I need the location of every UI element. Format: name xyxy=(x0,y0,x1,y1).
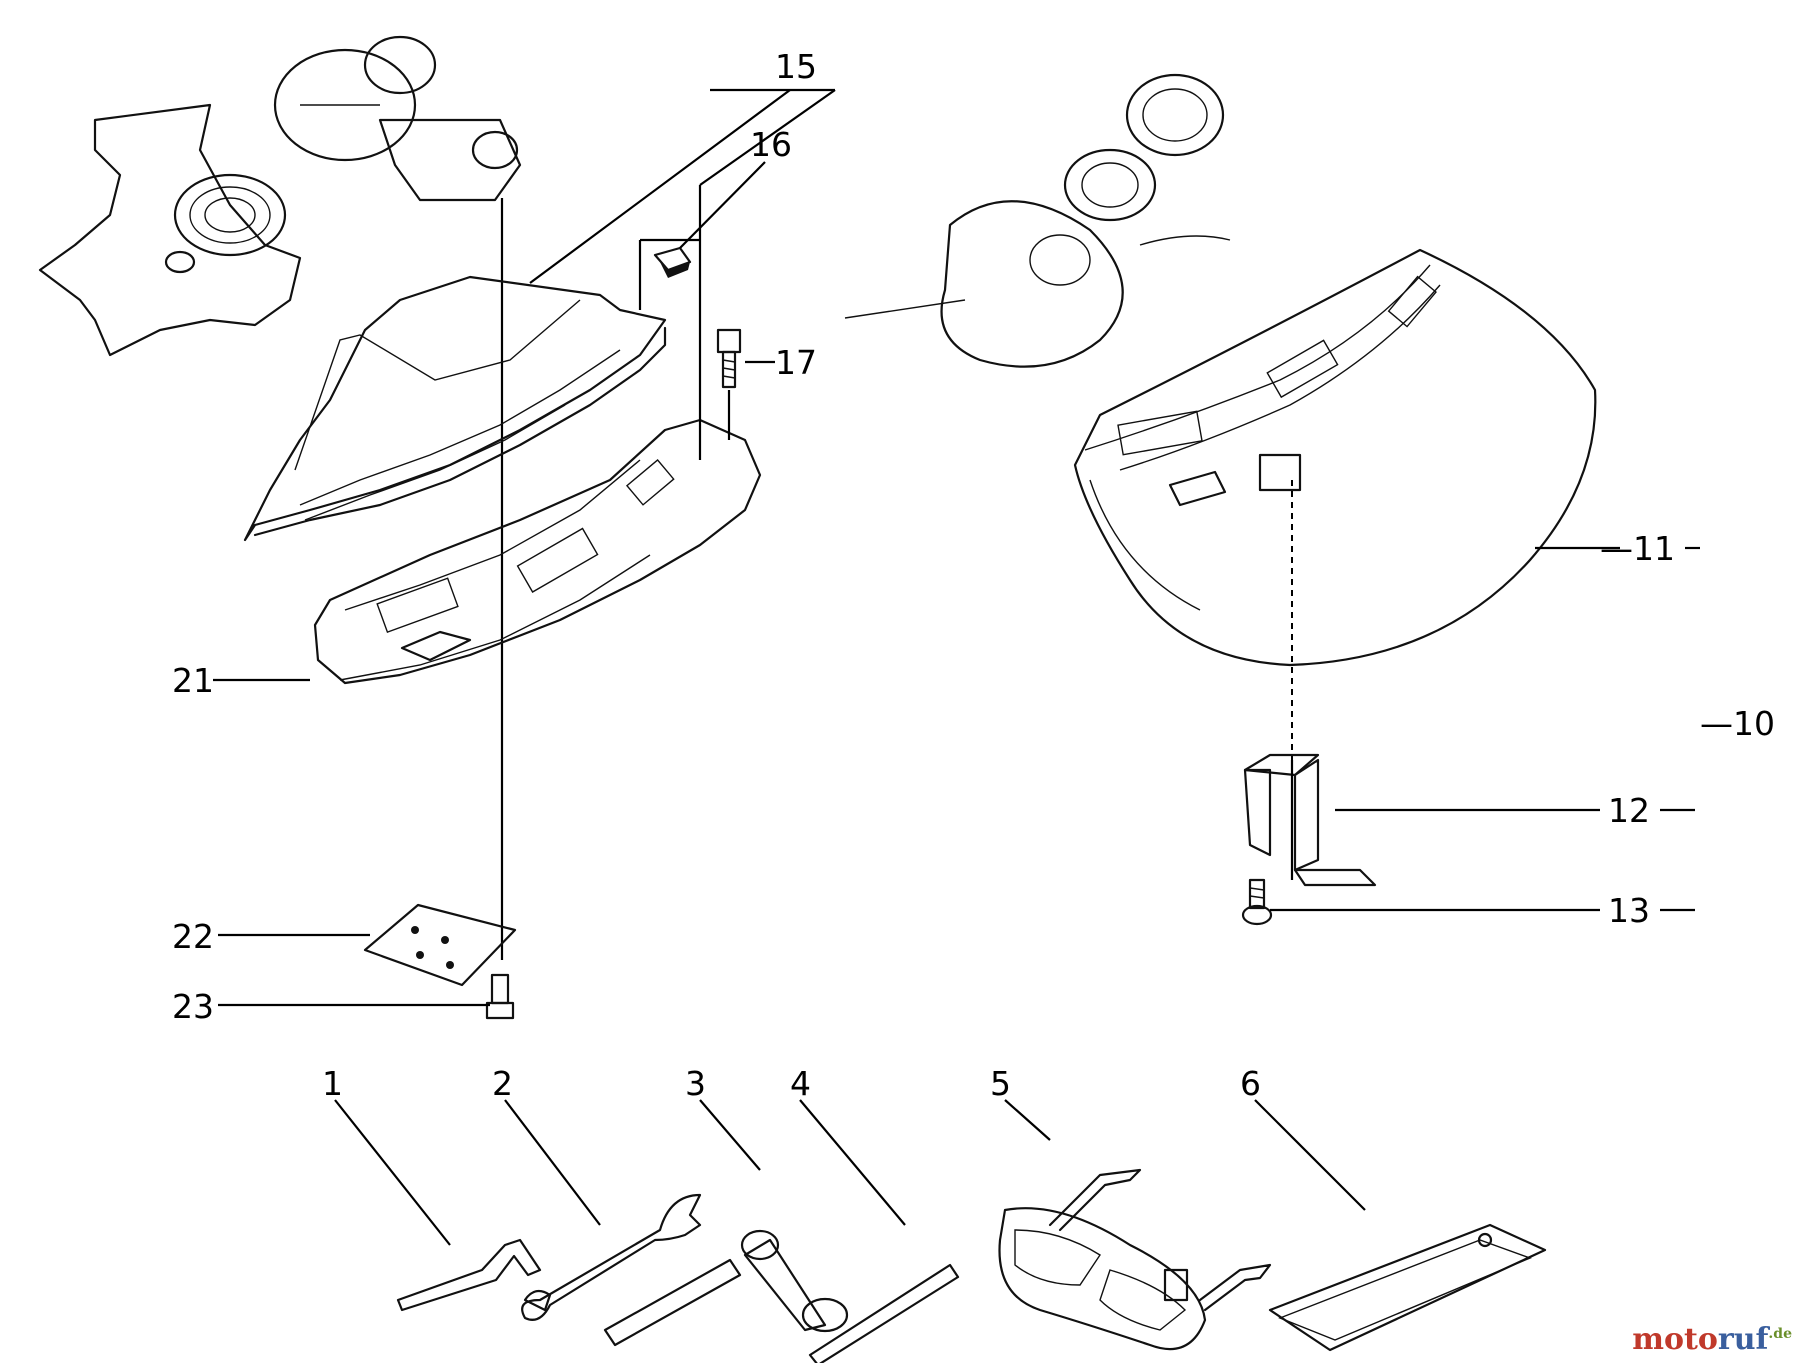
shield-bracket xyxy=(1243,753,1377,887)
callout-2: 2 xyxy=(492,1064,513,1103)
callout-6: 6 xyxy=(1240,1064,1261,1103)
spanner-wrench xyxy=(521,1193,702,1321)
bracket-bolt xyxy=(1241,878,1273,926)
callout-5: 5 xyxy=(990,1064,1011,1103)
callout-10: —10 xyxy=(1700,704,1775,743)
plate-bolt xyxy=(485,973,515,1020)
callout-17: 17 xyxy=(775,343,817,382)
callout-12: 12 xyxy=(1608,791,1650,830)
lower-shield xyxy=(313,418,762,685)
large-shield xyxy=(1073,248,1597,667)
leader-lines xyxy=(213,88,1700,1246)
callout-3: 3 xyxy=(685,1064,706,1103)
gear-head xyxy=(273,35,522,202)
safety-goggles xyxy=(998,1168,1272,1351)
callout-22: 22 xyxy=(172,917,214,956)
hex-wrench xyxy=(396,1238,542,1312)
mounting-plate xyxy=(363,903,517,987)
watermark-tld: .de xyxy=(1768,1326,1792,1342)
rod-tool xyxy=(808,1263,960,1363)
shield-clip xyxy=(638,185,702,460)
watermark-prefix: moto xyxy=(1632,1322,1718,1357)
trimmer-head xyxy=(844,73,1231,368)
tool-pouch xyxy=(1268,1223,1547,1352)
shield-frame xyxy=(243,275,667,542)
callout-4: 4 xyxy=(790,1064,811,1103)
socket-wrench xyxy=(603,1229,849,1347)
watermark-suffix: ruf xyxy=(1717,1322,1769,1357)
callout-1: 1 xyxy=(322,1064,343,1103)
callout-11: —11 xyxy=(1600,529,1675,568)
brush-blade xyxy=(38,103,302,357)
callout-15: 15 xyxy=(775,47,817,86)
callout-13: 13 xyxy=(1608,891,1650,930)
watermark-logo: motoruf.de xyxy=(1632,1322,1792,1357)
callout-21: 21 xyxy=(172,661,214,700)
callout-16: 16 xyxy=(750,125,792,164)
bolt-17 xyxy=(716,328,742,440)
callout-23: 23 xyxy=(172,987,214,1026)
